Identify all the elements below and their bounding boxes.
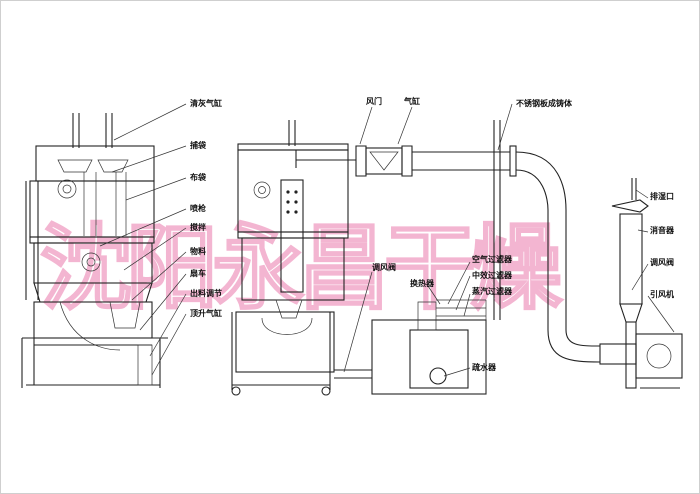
label-zhengqi-guolvqi: 蒸汽过滤器	[472, 286, 513, 296]
left-callouts	[99, 103, 187, 376]
label-qiangding-qigang: 顶升气缸	[190, 308, 222, 318]
label-yinfengji: 引风机	[650, 289, 674, 299]
label-wuliao: 物料	[190, 246, 206, 256]
label-jiaoban: 搅拌	[190, 222, 206, 232]
right-cyclone-fan	[599, 178, 683, 389]
label-paifengkou: 排湿口	[650, 191, 674, 201]
exhaust-duct	[295, 120, 601, 363]
label-bugangban-chengxing: 不锈钢板成铸体	[516, 98, 573, 108]
label-budai: 布袋	[189, 172, 207, 182]
label-xiaoyinqi: 消音器	[650, 225, 675, 235]
label-kongqi-guolvqi: 空气过滤器	[472, 254, 513, 264]
middle-dryer-unit	[231, 120, 372, 396]
middle-right-callouts	[343, 103, 675, 377]
label-tiaofengfa: 调风阀	[650, 257, 674, 267]
label-qigang: 气缸	[403, 96, 420, 106]
label-ganzao-guolvqi: 中效过滤器	[472, 270, 513, 280]
label-chuliao-tiaojie: 出料调节	[190, 288, 222, 298]
label-qiegu: 扇车	[190, 268, 206, 278]
heater-assembly	[371, 299, 487, 395]
label-penqiang: 喷枪	[190, 203, 206, 213]
left-labels: 清灰气缸 捕袋 布袋 喷枪 搅拌 物料 扇车 出料调节 顶升气缸	[189, 98, 222, 318]
label-huanreqi: 换热器	[410, 278, 435, 288]
label-tiaofengfa2: 调风阀	[372, 262, 396, 272]
label-fengmen: 风门	[366, 96, 382, 106]
watermark-text: 沈阳永昌干燥	[40, 215, 563, 322]
left-dryer-unit	[21, 113, 168, 388]
middle-right-labels: 风门 气缸 不锈钢板成铸体 排湿口 消音器 调风阀 引风机 空气过滤器 调风阀 …	[366, 96, 675, 372]
label-buzhou: 捕袋	[190, 140, 207, 150]
label-shushuiqi: 疏水器	[472, 362, 497, 372]
label-qingfeng-qigang: 清灰气缸	[190, 98, 222, 108]
